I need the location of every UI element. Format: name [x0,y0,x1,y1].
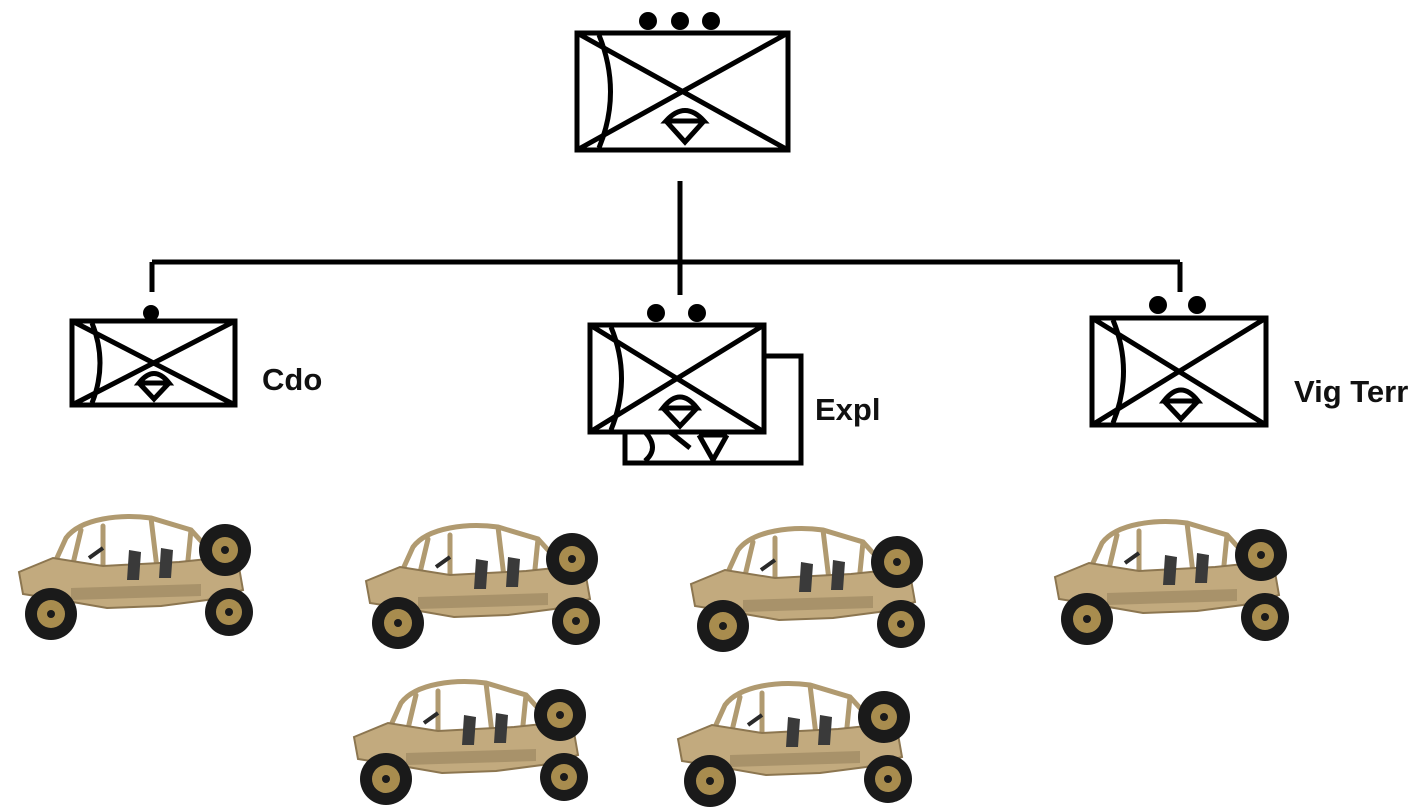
buggy-icon [354,682,588,805]
vehicle-expl-4 [678,684,912,807]
airborne-icon [657,394,703,430]
vehicle-expl-3 [354,682,588,805]
echelon-dot [143,305,159,321]
subunit-expl-label: Expl [815,392,880,427]
airborne-icon [1158,387,1204,423]
buggy-icon [19,517,253,640]
subunit-expl-frame [587,322,767,435]
root-unit-frame [574,30,791,153]
buggy-icon [691,529,925,652]
vehicle-expl-1 [366,526,600,649]
subunit-vig-terr-frame [1089,315,1269,428]
root-unit-symbol [574,12,791,153]
buggy-icon [678,684,912,807]
subunit-vig-terr-symbol [1089,296,1269,428]
buggy-icon [1055,522,1289,645]
vehicle-cdo [19,517,253,640]
hierarchy-connectors [149,181,1183,295]
airborne-icon [133,371,175,403]
airborne-icon [660,108,710,146]
subunit-expl-back-frame [622,353,804,466]
vehicle-vig-terr [1055,522,1289,645]
subunit-vig-terr-label: Vig Terr [1294,374,1408,409]
subunit-cdo-label: Cdo [262,362,322,397]
echelon-dots [1149,296,1206,314]
subunit-expl-symbol [587,304,804,466]
subunit-cdo-frame [69,318,238,408]
root-echelon-dots [639,12,720,30]
echelon-dots [647,304,706,322]
subunit-cdo-symbol [69,305,238,408]
vehicle-expl-2 [691,529,925,652]
buggy-icon [366,526,600,649]
